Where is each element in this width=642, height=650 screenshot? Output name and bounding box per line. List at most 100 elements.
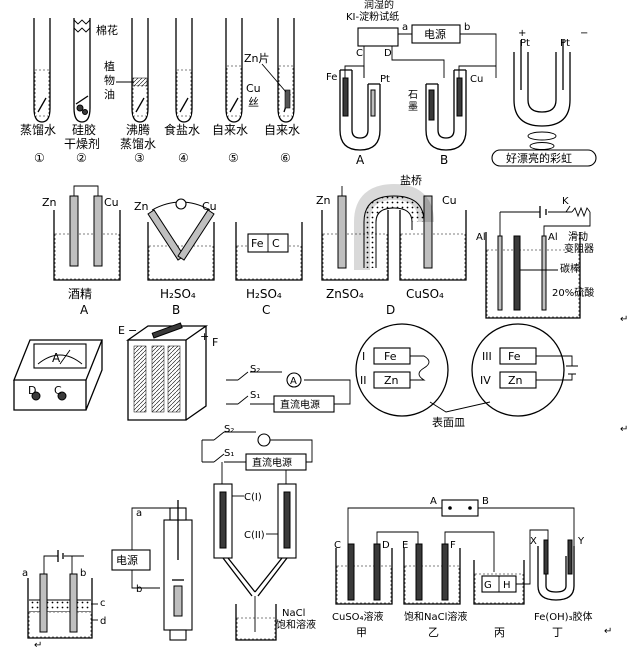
label-cu-wire: 丝 — [248, 96, 259, 109]
tube-label-3a: 沸腾 — [126, 122, 150, 137]
anodize-acid: 20%硫酸 — [552, 286, 594, 299]
anodize-carbon: 碳棒 — [560, 262, 580, 275]
cell-b-h2so4: H₂SO₄ — [160, 287, 196, 301]
test-tube-2 — [73, 18, 91, 123]
dish-zn-1: Zn — [384, 374, 399, 387]
cell-d-zn: Zn — [316, 194, 331, 207]
series-feoh: Fe(OH)₃胶体 — [534, 610, 593, 623]
ammeter-c: C — [54, 384, 62, 397]
dish-III: III — [482, 350, 492, 363]
battery-E: E — [118, 324, 125, 337]
series-yi: 乙 — [428, 626, 439, 639]
hoffman-nacl-2: 饱和溶液 — [276, 618, 316, 631]
label-paper-2: KI-淀粉试纸 — [346, 10, 399, 23]
label-oil-2: 物 — [104, 73, 115, 87]
label-oil-1: 植 — [104, 59, 115, 73]
series-E: E — [402, 540, 408, 551]
iron-nail-1 — [37, 97, 47, 113]
column-a: a — [136, 508, 142, 519]
tube-number-4: ④ — [178, 151, 189, 165]
series-bing: 丙 — [494, 626, 505, 639]
hoffman-nacl-1: NaCl — [282, 608, 305, 619]
series-G: G — [484, 580, 492, 591]
circuit1-power: 直流电源 — [280, 398, 320, 411]
tube-number-3: ③ — [134, 151, 145, 165]
tube-number-6: ⑥ — [280, 151, 291, 165]
series-A: A — [430, 496, 437, 507]
dish-I: I — [362, 350, 365, 363]
beaker-d-right — [399, 210, 467, 281]
cell-c-label: C — [262, 303, 270, 317]
test-tube-4 — [175, 18, 193, 123]
circuit1-s1: S₁ — [250, 390, 260, 401]
cell-d-cuso4: CuSO₄ — [406, 287, 444, 301]
cell-d-label: D — [386, 303, 395, 317]
label-pt: Pt — [380, 74, 390, 85]
cell-a-label: A — [80, 303, 89, 317]
circuit1-s2: S₂ — [250, 364, 260, 375]
return-mark-4: ↵ — [34, 640, 42, 650]
label-b: b — [464, 22, 470, 33]
tube-label-6: 自来水 — [264, 123, 300, 137]
label-pt-left: Pt — [520, 38, 530, 49]
test-tube-6 — [277, 18, 295, 123]
tube-label-3b: 蒸馏水 — [120, 137, 156, 151]
label-zn-sheet: Zn片 — [244, 52, 270, 65]
label-minus: − — [580, 28, 588, 39]
cell-d-salt-bridge: 盐桥 — [400, 174, 422, 187]
beaker-a — [53, 210, 121, 281]
salt-bridge — [364, 196, 424, 268]
test-tubes-group: 棉花 植 物 油 Zn片 Cu 丝 蒸馏水 硅胶 干燥剂 沸腾 蒸馏水 食盐水 … — [20, 18, 300, 165]
label-d: D — [384, 48, 392, 59]
tube-number-5: ⑤ — [228, 151, 239, 165]
tube-number-2: ② — [76, 151, 87, 165]
label-fe: Fe — [326, 72, 337, 83]
cell-c-h2so4: H₂SO₄ — [246, 287, 282, 301]
utube-b — [425, 70, 467, 151]
column-power: 电源 — [116, 553, 138, 567]
small-cell: a b c d — [22, 550, 106, 639]
series-F: F — [450, 540, 456, 551]
hoffman-s2: S₂ — [224, 424, 234, 435]
small-cell-d: d — [100, 616, 106, 627]
hoffman-c2: C(II) — [244, 530, 265, 541]
anodize-rheostat-1: 滑动 — [568, 231, 588, 243]
cell-c-c: C — [272, 237, 280, 250]
battery-plus: + — [200, 330, 209, 343]
cell-c-fe: Fe — [251, 237, 264, 250]
label-cu: Cu — [246, 82, 261, 95]
series-Y: Y — [577, 536, 585, 547]
test-tube-1 — [33, 18, 51, 123]
cotton-plug — [73, 19, 91, 33]
series-nacl: 饱和NaCl溶液 — [404, 610, 467, 623]
label-graphite-1: 石 — [408, 90, 418, 101]
hoffman-power: 直流电源 — [252, 456, 292, 469]
ammeter-device: A D C — [13, 339, 103, 411]
anodize-al-left: Al — [476, 232, 486, 243]
beaker-b — [147, 222, 215, 281]
cell-a-alcohol: 酒精 — [68, 287, 92, 301]
ki-starch-paper — [357, 27, 399, 47]
cell-a-cu: Cu — [104, 196, 119, 209]
column-electrolysis: 电源 a b — [111, 500, 193, 641]
watch-glass-left — [355, 323, 449, 417]
hoffman-setup: S₂ S₁ 直流电源 C(I) C(II) NaCl 饱和溶液 — [201, 424, 316, 641]
cell-b-zn: Zn — [134, 200, 149, 213]
ammeter-a: A — [52, 351, 61, 365]
rainbow-caption: 好漂亮的彩虹 — [506, 151, 572, 165]
beaker-c — [235, 222, 303, 281]
hoffman-s1: S₁ — [224, 448, 234, 459]
ammeter-d: D — [28, 384, 36, 397]
label-plus: + — [518, 28, 526, 39]
dish-fe-2: Fe — [508, 350, 521, 363]
test-tube-5 — [225, 18, 243, 123]
label-graphite-2: 墨 — [408, 101, 418, 113]
small-cell-b: b — [80, 568, 86, 579]
dish-zn-2: Zn — [508, 374, 523, 387]
utube-electrolysis-setup: 润湿的 KI-淀粉试纸 a C D 电源 b Fe Pt 石 墨 Cu A B — [326, 0, 497, 167]
anodize-rheostat-2: 变阻器 — [564, 242, 594, 255]
series-cells: A B C D E F G H X Y CuSO₄溶液 饱和NaCl溶液 — [332, 496, 593, 639]
cell-a-zn: Zn — [42, 196, 57, 209]
label-pt-right: Pt — [560, 38, 570, 49]
label-cotton: 棉花 — [96, 23, 118, 37]
